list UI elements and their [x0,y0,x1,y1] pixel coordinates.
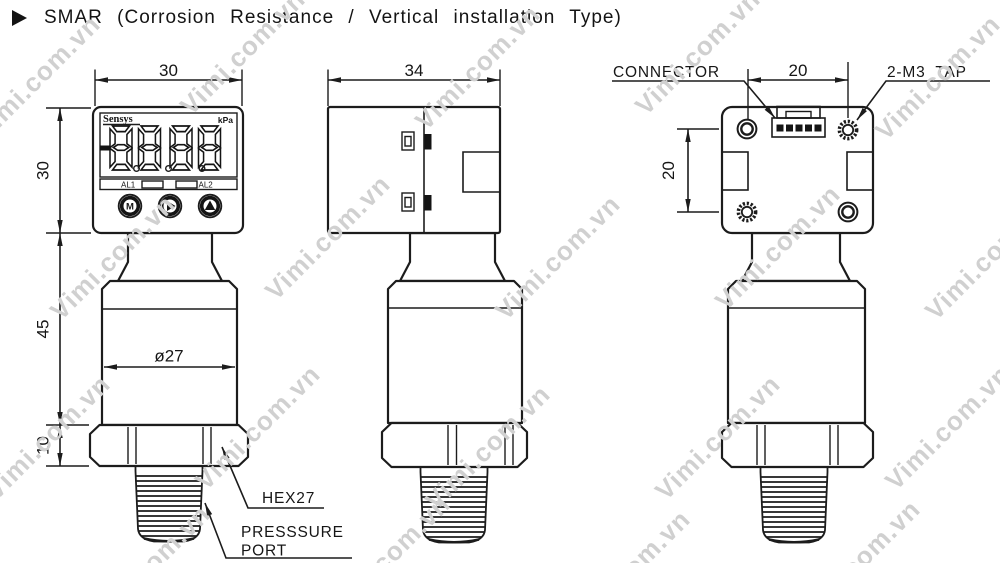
title-bullet-icon [12,10,27,26]
svg-text:30: 30 [159,61,178,80]
hex-nut [380,421,529,469]
dim-hex-height-10: 10 [34,425,89,467]
top-right-m3-tap [837,119,859,141]
right-side-slot [846,151,874,191]
alarm1-label: AL1 [121,181,136,190]
svg-text:45: 45 [34,320,53,339]
bottom-left-m3-tap [736,201,758,223]
connector [771,105,826,138]
mounting-clip-upper [401,131,432,151]
hex-facet-lines [127,427,212,464]
decimal-point [198,164,206,172]
pressure-port-callout: PRESSSURE PORT [204,502,352,560]
mode-button: M [117,193,143,219]
m3-tap-label: 2-M3 TAP [887,64,967,81]
connector-label: CONNECTOR [613,64,720,81]
mounting-clip-lower [401,192,432,212]
hex27-label: HEX27 [262,490,315,507]
pressure-thread [134,464,204,543]
left-side-slot [721,151,749,191]
neck [116,231,224,283]
svg-text:34: 34 [405,61,424,80]
side-view: 34 [326,61,529,544]
alarm2-indicator [175,180,198,189]
mode-button-label: M [126,202,134,213]
top-left-hole [736,118,758,140]
bottom-right-hole [837,201,859,223]
dim-head-height-30: 30 [34,107,91,234]
display-window [99,112,238,178]
dim-width-34: 34 [327,61,501,106]
dim-body-height-45: 45 [34,233,89,426]
hex27-callout: HEX27 [221,446,324,509]
neck [740,231,852,283]
svg-text:10: 10 [34,436,53,455]
dim-hole-spacing-h-20: 20 [747,61,849,119]
display-brand: Sensys [103,114,133,125]
dim-width-30: 30 [94,61,243,106]
decimal-point [132,164,140,172]
side-notch [462,151,500,193]
dim-diameter-27: ø27 [104,347,235,370]
page-title: SMAR (Corrosion Resistance / Vertical in… [44,7,622,28]
seven-segment-display [100,125,222,172]
next-button [157,193,183,219]
head-side [326,105,502,235]
title-row: SMAR (Corrosion Resistance / Vertical in… [12,7,622,29]
back-view: 20 20 CONNECTOR 2-M3 TAP [612,61,990,544]
svg-text:30: 30 [34,161,53,180]
button-row: M [117,193,223,219]
svg-text:20: 20 [789,61,808,80]
connector-pins [776,124,822,132]
body-cylinder [726,279,867,425]
svg-text:ø27: ø27 [154,347,183,366]
minus-sign [100,145,110,151]
front-view: Sensys kPa AL1 AL2 [34,61,352,560]
display-unit: kPa [218,115,233,125]
body-cylinder [386,279,524,425]
hex-facet-lines [756,425,839,465]
alarm-strip: AL1 AL2 [99,178,238,191]
alarm2-label: AL2 [199,181,214,190]
hex-facet-lines [447,425,514,465]
m3-tap-callout: 2-M3 TAP [856,64,990,121]
hex-nut [720,421,875,469]
decimal-point [164,164,172,172]
up-button [197,193,223,219]
pressure-port-label-line2: PORT [241,543,287,560]
play-icon [167,201,176,211]
pressure-thread [759,465,829,544]
pressure-port-label-line1: PRESSSURE [241,524,344,541]
dim-hole-spacing-v-20: 20 [659,128,719,213]
pressure-thread [419,465,489,544]
svg-text:20: 20 [659,161,678,180]
alarm1-indicator [141,180,164,189]
connector-callout: CONNECTOR [612,64,776,119]
up-arrow-icon [204,200,216,210]
hex-nut [88,423,250,468]
neck [398,231,507,283]
